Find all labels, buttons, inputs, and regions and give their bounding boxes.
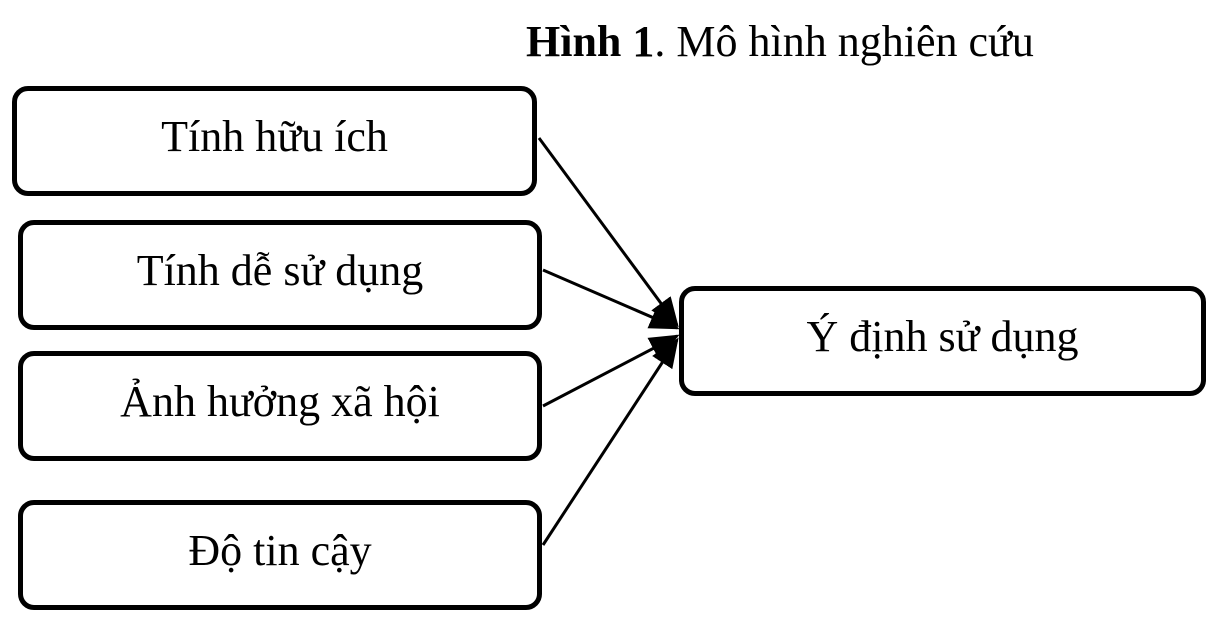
arrow-ease-to-intention bbox=[542, 268, 680, 330]
node-intention: Ý định sử dụng bbox=[679, 286, 1206, 396]
figure-caption-text: . Mô hình nghiên cứu bbox=[654, 17, 1034, 66]
node-ease-of-use-label: Tính dễ sử dụng bbox=[136, 246, 424, 295]
node-intention-label: Ý định sử dụng bbox=[806, 312, 1079, 361]
node-ease-of-use: Tính dễ sử dụng bbox=[18, 220, 542, 330]
arrow-usefulness-to-intention bbox=[537, 137, 679, 328]
figure-caption: Hình 1. Mô hình nghiên cứu bbox=[526, 14, 1034, 70]
node-usefulness: Tính hữu ích bbox=[12, 86, 537, 196]
arrow-trust-to-intention bbox=[541, 337, 679, 546]
node-social-influence: Ảnh hưởng xã hội bbox=[18, 351, 542, 461]
node-usefulness-label: Tính hữu ích bbox=[161, 112, 388, 161]
node-social-influence-label: Ảnh hưởng xã hội bbox=[120, 377, 440, 426]
node-trust: Độ tin cậy bbox=[18, 500, 542, 610]
node-trust-label: Độ tin cậy bbox=[188, 526, 372, 575]
figure-caption-label: Hình 1 bbox=[526, 17, 655, 66]
